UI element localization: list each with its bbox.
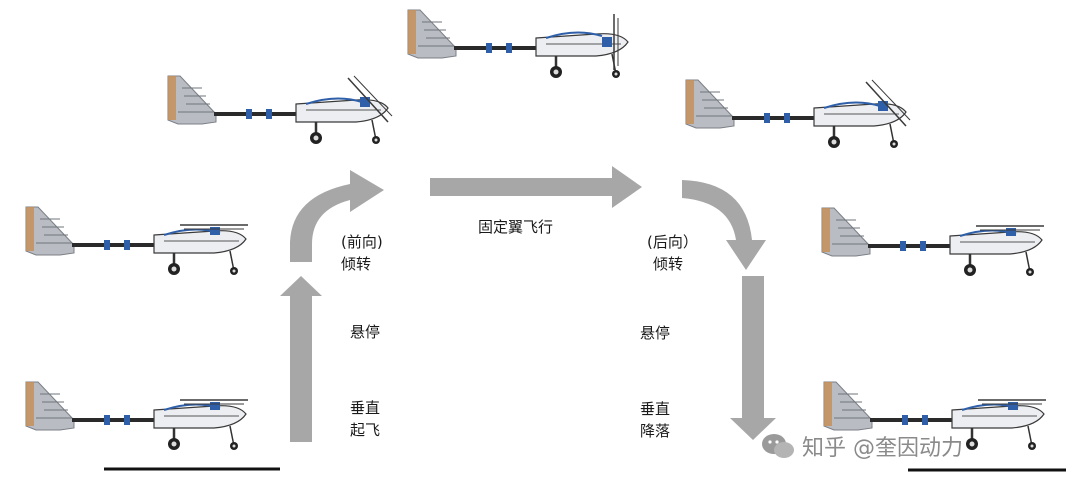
label-forward-tilt: (前向) 倾转	[341, 233, 383, 273]
aircraft-hover-right	[820, 206, 1045, 278]
label-vertical-landing: 垂直 降落	[640, 400, 671, 440]
watermark-text: 知乎 @奎因动力	[802, 436, 963, 461]
label-vertical-takeoff: 垂直 起飞	[350, 399, 381, 439]
aircraft-tilt-backward	[684, 78, 911, 150]
arrow-backward-tilt	[682, 180, 766, 270]
arrow-vertical-down	[730, 276, 776, 440]
label-hover-right: 悬停	[640, 324, 671, 342]
aircraft-hover-left	[24, 205, 249, 277]
aircraft-tilt-forward	[166, 74, 393, 146]
watermark: 知乎 @奎因动力	[762, 426, 963, 466]
aircraft-takeoff	[24, 380, 249, 452]
label-fixed-wing-flight: 固定翼飞行	[478, 218, 554, 236]
arrow-fixed-wing	[430, 166, 642, 208]
wechat-icon	[762, 434, 794, 458]
arrow-vertical-up	[280, 276, 322, 442]
arrow-forward-tilt	[290, 170, 384, 262]
label-hover-left: 悬停	[350, 323, 381, 341]
label-backward-tilt: (后向） 倾转	[647, 233, 698, 273]
aircraft-cruise	[406, 8, 630, 80]
